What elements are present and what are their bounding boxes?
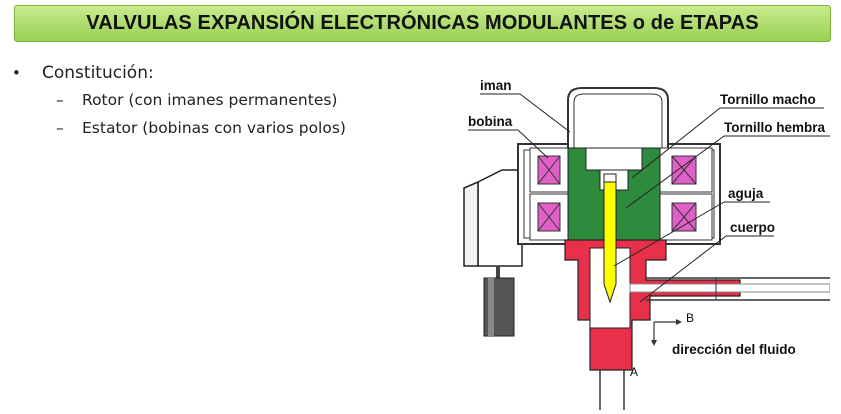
label-iman: iman [480, 78, 571, 133]
coil-right-top [659, 147, 713, 193]
label-bobina: bobina [468, 114, 549, 159]
title-bar: VALVULAS EXPANSIÓN ELECTRÓNICAS MODULANT… [14, 5, 831, 42]
inlet-pipe-a [599, 370, 625, 410]
label-cuerpo: cuerpo [639, 220, 775, 303]
svg-text:bobina: bobina [468, 114, 513, 129]
svg-text:Tornillo hembra: Tornillo hembra [724, 120, 825, 135]
svg-text:iman: iman [480, 78, 512, 93]
bullet-dot: • [12, 64, 21, 82]
coil-right-bottom [659, 193, 713, 241]
port-label-a: A [630, 365, 638, 379]
svg-text:cuerpo: cuerpo [730, 220, 775, 235]
port-label-b: B [686, 311, 694, 325]
slide-title: VALVULAS EXPANSIÓN ELECTRÓNICAS MODULANT… [86, 12, 759, 34]
label-tornillo-macho: Tornillo macho [631, 92, 824, 179]
coil-left-bottom [529, 193, 569, 241]
dash-mark: – [56, 91, 64, 109]
coil-left-top [529, 147, 569, 193]
bullet-main: • Constitución: [12, 60, 346, 86]
connector-box [463, 169, 523, 278]
bullet-sub-rotor: – Rotor (con imanes permanentes) [56, 86, 346, 114]
bullet-list: • Constitución: – Rotor (con imanes perm… [12, 60, 346, 142]
outlet-pipe-b [646, 277, 830, 301]
dash-mark: – [56, 119, 64, 137]
bullet-sub-text: Estator (bobinas con varios polos) [82, 119, 346, 137]
svg-text:Tornillo macho: Tornillo macho [720, 92, 816, 107]
magnet-dome [567, 87, 669, 160]
bullet-main-text: Constitución: [42, 63, 154, 83]
svg-text:aguja: aguja [728, 186, 764, 201]
needle [603, 173, 617, 304]
bullet-sub-estator: – Estator (bobinas con varios polos) [56, 114, 346, 142]
label-aguja: aguja [613, 186, 770, 267]
bullet-sub-text: Rotor (con imanes permanentes) [82, 91, 338, 109]
cable [483, 277, 515, 337]
flow-arrow [651, 319, 682, 346]
valve-diagram: iman bobina Tornillo macho Tornillo hemb… [463, 78, 830, 410]
flow-direction-label: dirección del fluido [672, 342, 796, 357]
label-tornillo-hembra: Tornillo hembra [625, 120, 830, 209]
